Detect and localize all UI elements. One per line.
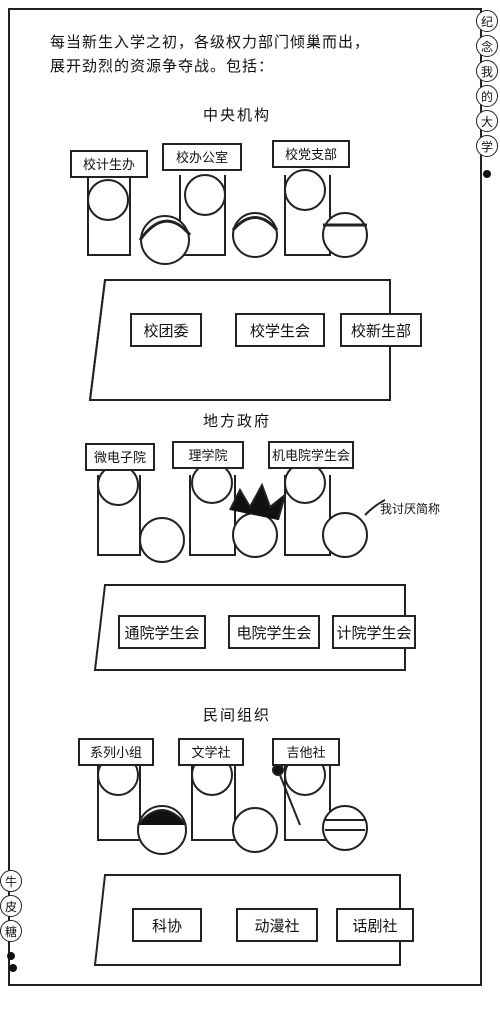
table-label-1: 校团委 [130,313,202,347]
side-title-char: 念 [476,35,498,57]
side-brand-char: 糖 [0,920,22,942]
sign-2: 文学社 [178,738,244,766]
section-title-central: 中央机构 [202,106,271,124]
side-title-char: 学 [476,135,498,157]
sign-3: 吉他社 [272,738,340,766]
sign-3: 校党支部 [272,140,350,168]
table-label-2: 电院学生会 [228,615,320,649]
side-title-char: 我 [476,60,498,82]
table-label-3: 计院学生会 [332,615,416,649]
section-title-local: 地方政府 [202,412,271,430]
table-label-1: 通院学生会 [118,615,206,649]
table-label-3: 校新生部 [340,313,422,347]
scene-drawing [93,462,406,671]
scene-drawing [93,754,401,966]
table-label-3: 话剧社 [336,908,414,942]
table-label-1: 科协 [132,908,202,942]
sign-3: 机电院学生会 [268,441,354,469]
sign-1: 微电子院 [85,443,155,471]
sign-2: 校办公室 [162,143,242,171]
side-title-char: 大 [476,110,498,132]
side-brand-char: 牛 [0,870,22,892]
scene-central: 校计生办 校办公室 校党支部 校团委 校学生会 校新生部 [0,135,474,425]
side-title: 纪 念 我 的 大 学 [476,10,498,160]
sign-1: 校计生办 [70,150,148,178]
speech-text: 我讨厌简称 [380,502,441,516]
side-dot [9,964,17,972]
table-label-2: 校学生会 [235,313,325,347]
side-title-char: 纪 [476,10,498,32]
side-brand-char: 皮 [0,895,22,917]
section-title-folk: 民间组织 [202,706,271,724]
scene-folk: 系列小组 文学社 吉他社 科协 动漫社 话剧社 [0,730,474,1020]
side-brand: 牛 皮 糖 [0,870,22,945]
side-dot [7,952,15,960]
table-label-2: 动漫社 [236,908,318,942]
intro-text: 每当新生入学之初，各级权力部门倾巢而出， 展开劲烈的资源争夺战。包括： [50,30,470,78]
intro-line-1: 每当新生入学之初，各级权力部门倾巢而出， [50,33,371,51]
scene-local: 微电子院 理学院 机电院学生会 我讨厌简称 通院学生会 电院学生会 计院学生会 [0,435,474,725]
side-dot [483,170,491,178]
sign-1: 系列小组 [78,738,154,766]
side-title-char: 的 [476,85,498,107]
sign-2: 理学院 [172,441,244,469]
intro-line-2: 展开劲烈的资源争夺战。包括： [50,57,275,75]
scene-drawing [87,169,391,401]
